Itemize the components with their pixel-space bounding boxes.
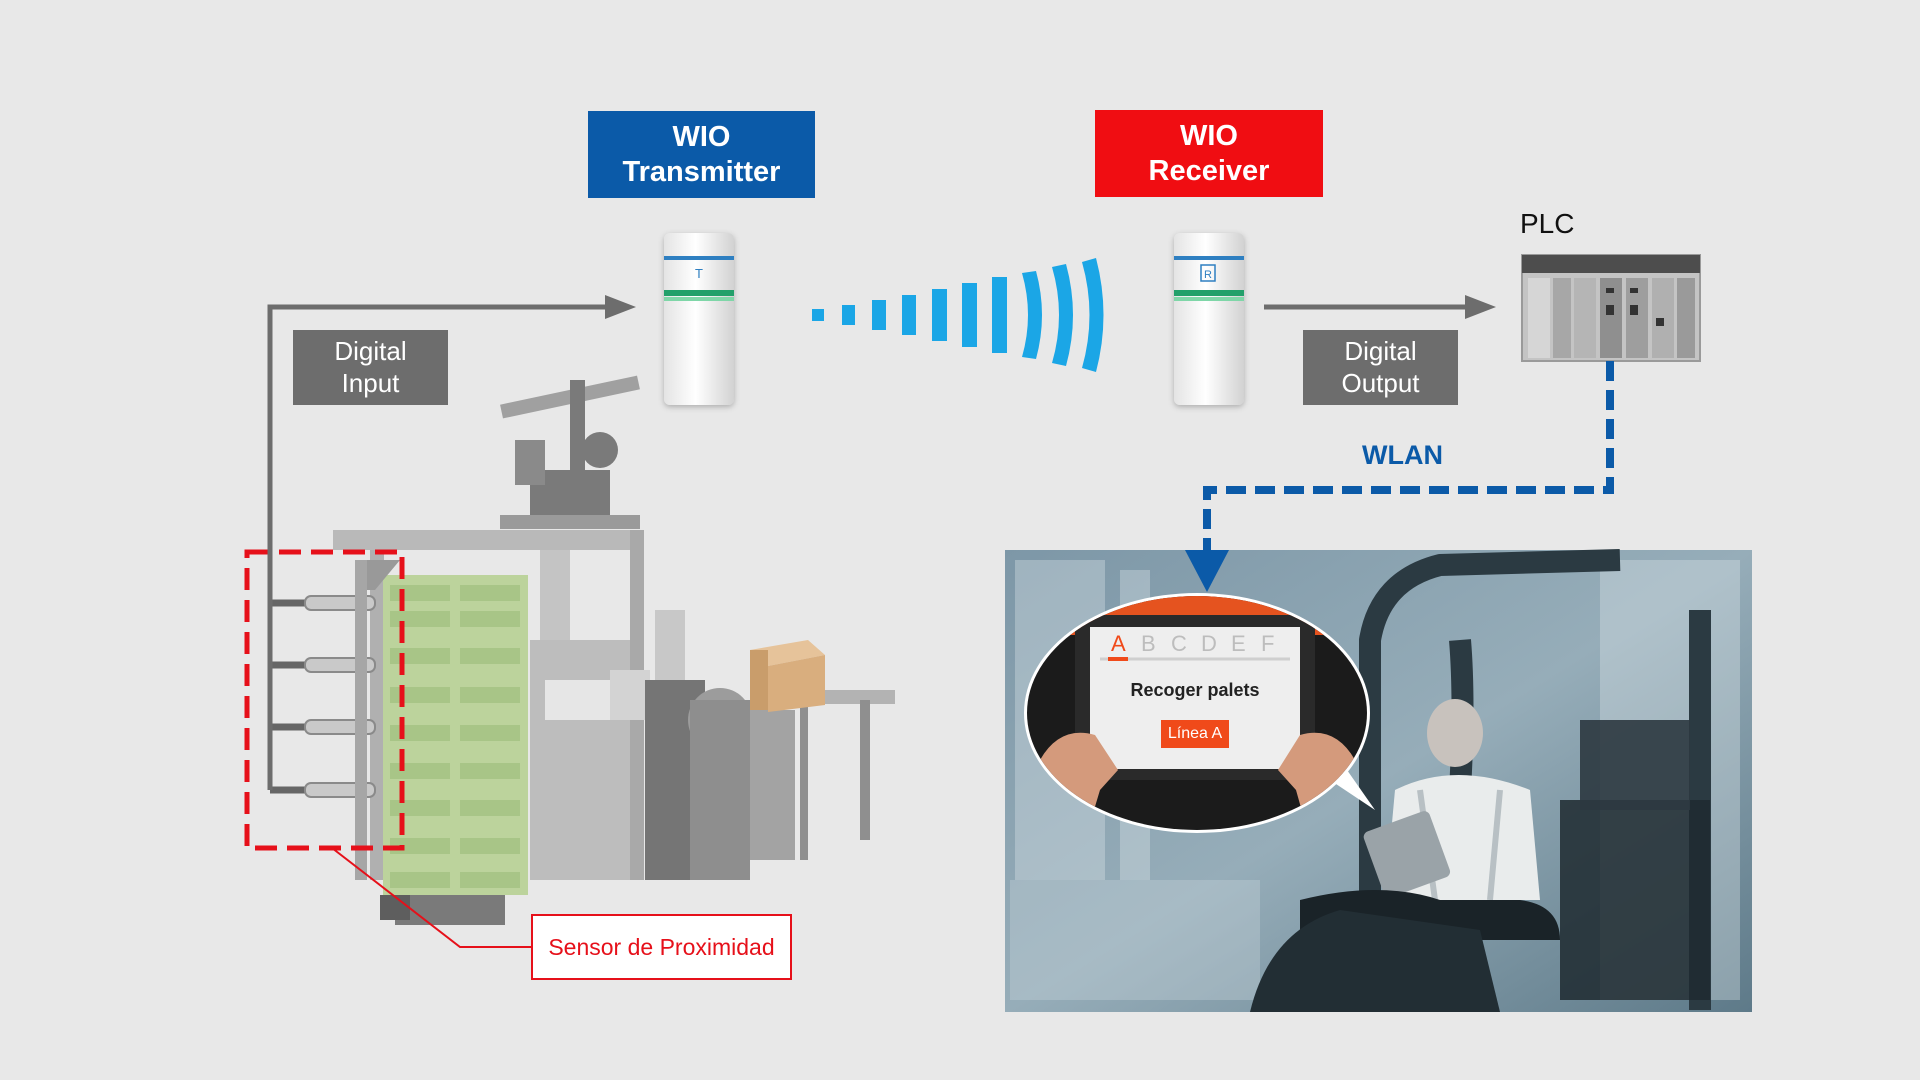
worker-figure: [1363, 699, 1540, 901]
pallet-stack: [383, 575, 528, 895]
wio-receiver-label: WIO Receiver: [1095, 110, 1323, 197]
tablet-tab-a[interactable]: A: [1111, 631, 1126, 656]
tablet-tab-c[interactable]: C: [1171, 631, 1187, 656]
digital-output-arrow: [1465, 295, 1496, 319]
wio-receiver-line2: Receiver: [1148, 154, 1270, 187]
wio-receiver-line1: WIO: [1180, 119, 1238, 152]
digital-output-label: Digital Output: [1303, 330, 1458, 405]
plc-label: PLC: [1520, 208, 1575, 239]
wlan-label: WLAN: [1362, 440, 1443, 470]
svg-text:R: R: [1204, 269, 1212, 281]
wio-transmitter-device: T: [664, 233, 734, 405]
digital-input-line1: Digital: [334, 336, 407, 367]
wio-transmitter-line1: WIO: [672, 120, 731, 153]
digital-input-label: Digital Input: [293, 330, 448, 405]
signal-wave: [812, 258, 1104, 372]
plc-rack: [1521, 254, 1701, 362]
tablet-tab-b[interactable]: B: [1141, 631, 1156, 656]
digital-output-line1: Digital: [1344, 336, 1417, 367]
digital-output-line2: Output: [1341, 367, 1420, 398]
sensor-leader-line: [331, 847, 531, 948]
wlan-link: [1203, 361, 1614, 555]
wio-transmitter-line2: Transmitter: [622, 155, 781, 188]
tablet-line-button[interactable]: Línea A: [1161, 720, 1229, 748]
tablet-tab-e[interactable]: E: [1231, 631, 1246, 656]
palletizer-machine: [333, 375, 895, 925]
wio-transmitter-label: WIO Transmitter: [588, 111, 815, 198]
tablet-tab-f[interactable]: F: [1261, 631, 1275, 656]
tablet-tab-d[interactable]: D: [1201, 631, 1217, 656]
svg-text:T: T: [695, 266, 703, 281]
cardboard-box: [750, 640, 825, 712]
digital-input-arrow: [605, 295, 636, 319]
proximity-sensors: [270, 560, 400, 880]
digital-input-line2: Input: [341, 367, 400, 398]
sensor-highlight-frame: [244, 549, 405, 851]
tablet-task-title: Recoger palets: [1130, 680, 1260, 700]
tablet-bubble: [1024, 593, 1375, 833]
wio-receiver-device: R: [1174, 233, 1244, 405]
wlan-arrow: [1185, 550, 1229, 592]
sensor-label: Sensor de Proximidad: [531, 914, 792, 980]
